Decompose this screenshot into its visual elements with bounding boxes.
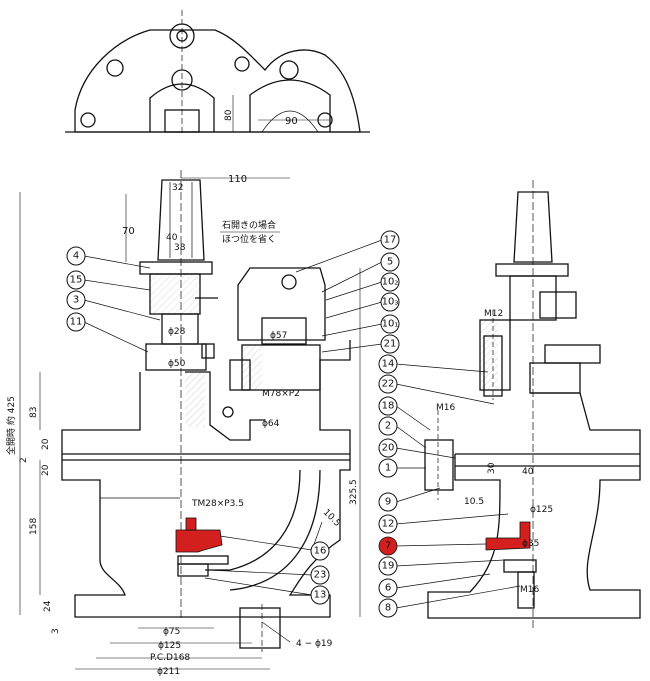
main-section-view [61, 170, 351, 652]
dim-10-5: 10.5 [321, 508, 342, 529]
callout-17: 17 [384, 235, 397, 246]
callout-19: 19 [382, 561, 395, 572]
callout-4: 4 [73, 251, 79, 262]
dim-325-5: 325.5 [349, 479, 359, 505]
red-part-16 [175, 529, 223, 553]
dim-83: 83 [29, 407, 39, 418]
callout-8: 8 [385, 603, 391, 614]
dim-phi211: ϕ211 [157, 667, 180, 677]
callout-3: 3 [73, 295, 79, 306]
dim-m16-bottom: M16 [520, 585, 539, 595]
callout-9: 9 [385, 497, 391, 508]
main-callouts: 4 15 3 11 17 5 10₂ 10₃ 10₁ 21 16 23 [66, 230, 400, 605]
dim-40: 40 [166, 233, 178, 243]
callout-22: 22 [382, 379, 395, 390]
callout-21: 21 [384, 339, 397, 350]
callout-11: 11 [70, 317, 83, 328]
dim-24: 24 [43, 600, 53, 612]
callout-18: 18 [382, 401, 395, 412]
callout-1: 1 [385, 463, 391, 474]
dim-phi125: ϕ125 [158, 641, 181, 651]
side-callouts: 14 22 18 2 20 1 9 12 7 19 6 8 [378, 354, 521, 618]
dim-phi57: ϕ57 [270, 331, 287, 341]
callout-14: 14 [382, 359, 395, 370]
dim-20b: 20 [41, 464, 51, 476]
dim-bolts: 4 − ϕ19 [296, 639, 333, 649]
note-line1: 石開きの場合 [222, 219, 276, 231]
dim-phi64: ϕ64 [262, 419, 280, 429]
callout-10-1: 10₁ [382, 319, 399, 330]
dim-m16-top: M16 [436, 403, 455, 413]
dim-tm28: TM28×P3.5 [191, 499, 244, 509]
dim-38: 38 [174, 243, 186, 253]
note-line2: ほつ位を省く [222, 233, 276, 245]
dim-20a: 20 [41, 438, 51, 450]
callout-23: 23 [314, 570, 327, 581]
dim-158: 158 [29, 518, 39, 535]
dim-32: 32 [172, 183, 183, 193]
dim-110: 110 [228, 174, 247, 185]
callout-16: 16 [314, 546, 327, 557]
dim-pcd168: P.C.D168 [150, 653, 190, 663]
callout-6: 6 [385, 583, 391, 594]
dim-70: 70 [122, 226, 135, 237]
dim-phi75: ϕ75 [163, 627, 180, 637]
dim-m12: M12 [484, 309, 503, 319]
callout-20: 20 [382, 443, 395, 454]
callout-15: 15 [70, 275, 83, 286]
callout-7-bubble [378, 536, 398, 556]
dim-2: 2 [19, 457, 29, 463]
dim-40-right: 40 [522, 467, 534, 477]
callout-5: 5 [387, 257, 393, 268]
dim-phi125-right: ϕ125 [530, 505, 553, 515]
dim-3: 3 [51, 628, 61, 634]
side-dimensions: M12 M16 30 40 10.5 ϕ125 ϕ35 M16 [436, 309, 553, 595]
dim-phi28: ϕ28 [168, 327, 186, 337]
callout-10-2: 10₂ [382, 277, 399, 288]
top-view: 90 80 [65, 10, 370, 135]
callout-13: 13 [314, 590, 327, 601]
dim-10-5-right: 10.5 [464, 497, 484, 507]
callout-10-3: 10₃ [382, 297, 399, 308]
main-dimensions: 110 32 70 40 38 石開きの場合 ほつ位を省く ϕ28 ϕ50 ϕ5… [5, 174, 361, 677]
callout-2: 2 [385, 421, 391, 432]
dim-80: 80 [224, 109, 234, 121]
callout-7: 7 [385, 541, 391, 552]
dim-30: 30 [487, 462, 497, 474]
dim-total-425: 全開時 約 425 [5, 396, 17, 455]
dim-m78: M78×P2 [262, 389, 300, 399]
callout-12: 12 [382, 519, 395, 530]
dim-phi35: ϕ35 [522, 539, 539, 549]
side-view [424, 180, 641, 630]
dim-phi50: ϕ50 [168, 359, 186, 369]
dim-90: 90 [285, 116, 298, 127]
red-part-seat [185, 517, 197, 531]
red-part-7 [485, 521, 531, 551]
